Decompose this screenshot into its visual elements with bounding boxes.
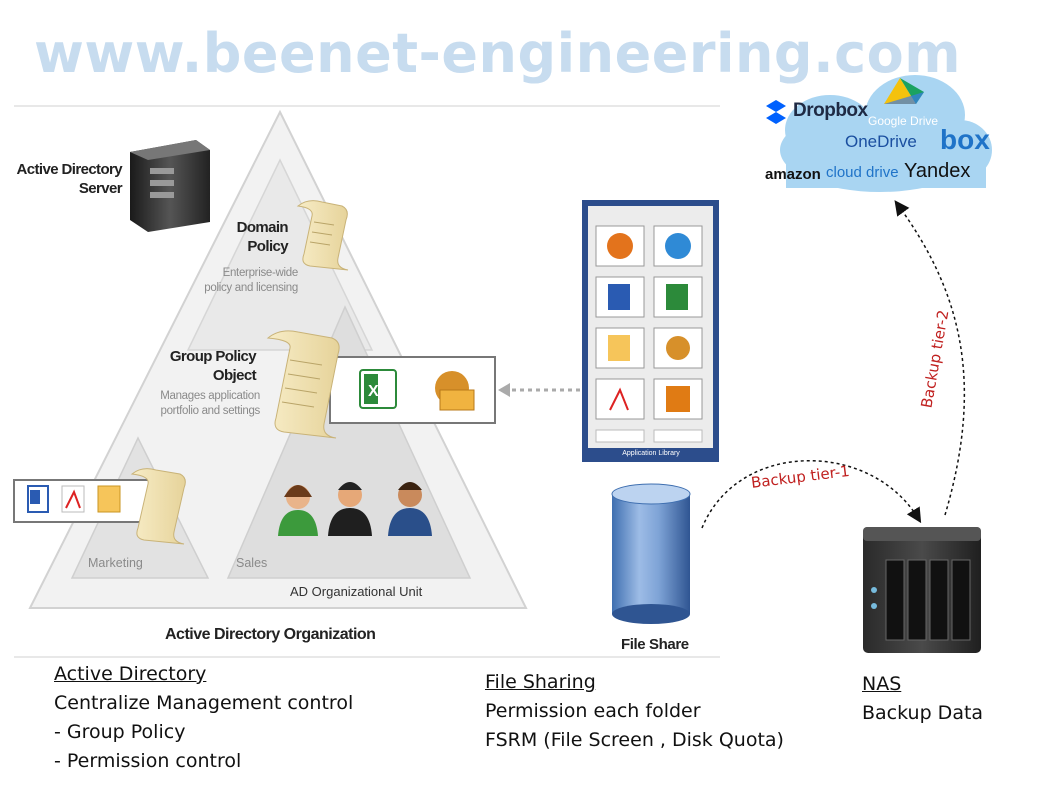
gpo-line2: Object	[212, 367, 257, 384]
nas-device-icon	[863, 527, 981, 653]
cloud-provider-onedrive: OneDrive	[845, 132, 917, 151]
application-package-icon	[435, 371, 475, 411]
caption-active-directory-line: - Group Policy	[54, 721, 186, 743]
cloud-provider-dropbox: Dropbox	[793, 100, 868, 121]
gpo-desc: Manages application portfolio and settin…	[140, 389, 260, 419]
caption-file-sharing: File Sharing Permission each folder FSRM…	[485, 668, 784, 755]
user-male-2-icon	[388, 482, 432, 536]
ad-server-label: Active Directory Server	[14, 160, 123, 198]
svg-text:X: X	[368, 383, 379, 400]
gpo-scroll-icon	[266, 330, 340, 439]
pdf-icon	[61, 485, 85, 513]
domain-policy-scroll-icon	[296, 200, 349, 271]
cloud-provider-google-drive: Google Drive	[868, 114, 939, 128]
caption-nas-line: Backup Data	[862, 702, 984, 724]
user-female-icon	[278, 485, 318, 536]
domain-policy-desc: Enterprise-wide policy and licensing	[190, 266, 298, 296]
gpo-line1: Group Policy	[169, 348, 257, 365]
ad-server-label-line2: Server	[78, 180, 123, 197]
file-share-cylinder-icon	[611, 483, 691, 624]
cloud-storage-icon	[766, 75, 992, 192]
ou-label: AD Organizational Unit	[290, 584, 423, 599]
backup-tier2-arrow	[894, 200, 966, 516]
cloud-provider-yandex: Yandex	[904, 160, 971, 182]
caption-nas-title: NAS	[862, 673, 902, 695]
excel-icon: X	[359, 369, 397, 409]
cloud-provider-cloud-drive: cloud drive	[826, 164, 899, 181]
gpo-desc1: Manages application	[160, 390, 260, 402]
caption-active-directory-line: - Permission control	[54, 750, 242, 772]
onenote-icon	[97, 485, 121, 513]
caption-active-directory-line: Centralize Management control	[54, 692, 354, 714]
word-icon	[27, 485, 49, 513]
file-share-label: File Share	[621, 636, 689, 653]
application-library-panel	[582, 200, 719, 462]
server-icon	[130, 140, 210, 232]
caption-active-directory: Active Directory Centralize Management c…	[54, 660, 353, 776]
caption-nas: NAS Backup Data	[862, 670, 983, 728]
user-male-icon	[328, 482, 372, 536]
gpo-label: Group Policy Object	[150, 347, 257, 385]
cloud-provider-amazon: amazon	[765, 166, 821, 183]
gpo-desc2: portfolio and settings	[160, 405, 260, 417]
domain-policy-line1: Domain	[236, 219, 289, 236]
marketing-label: Marketing	[88, 556, 143, 570]
domain-policy-desc1: Enterprise-wide	[222, 267, 299, 279]
sales-label: Sales	[236, 556, 268, 570]
watermark-text: www.beenet-engineering.com	[34, 22, 961, 85]
domain-policy-line2: Policy	[247, 238, 288, 255]
caption-file-sharing-line: FSRM (File Screen , Disk Quota)	[485, 729, 784, 751]
cloud-provider-box: box	[940, 124, 990, 155]
domain-policy-label: Domain Policy	[200, 218, 289, 256]
marketing-scroll-icon	[130, 468, 186, 545]
ad-server-label-line1: Active Directory	[16, 161, 123, 178]
app-library-footer: Application Library	[622, 450, 680, 457]
domain-policy-desc2: policy and licensing	[204, 282, 298, 294]
organization-label: Active Directory Organization	[165, 626, 376, 643]
caption-file-sharing-title: File Sharing	[485, 671, 596, 693]
caption-active-directory-title: Active Directory	[54, 663, 207, 685]
caption-file-sharing-line: Permission each folder	[485, 700, 701, 722]
